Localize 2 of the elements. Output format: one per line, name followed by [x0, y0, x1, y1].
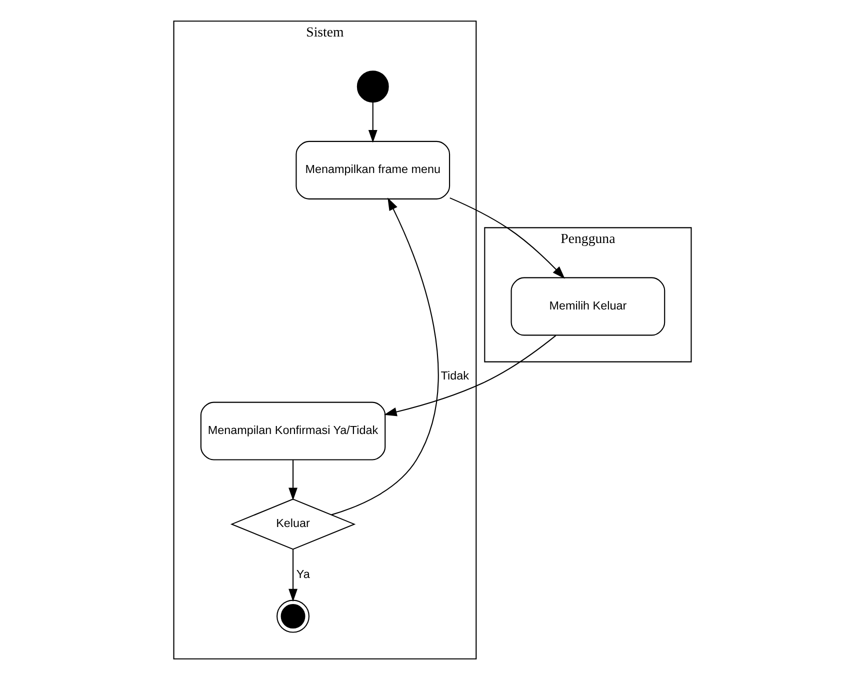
edge-label: Tidak: [440, 370, 469, 383]
edge-label: Ya: [296, 568, 310, 581]
